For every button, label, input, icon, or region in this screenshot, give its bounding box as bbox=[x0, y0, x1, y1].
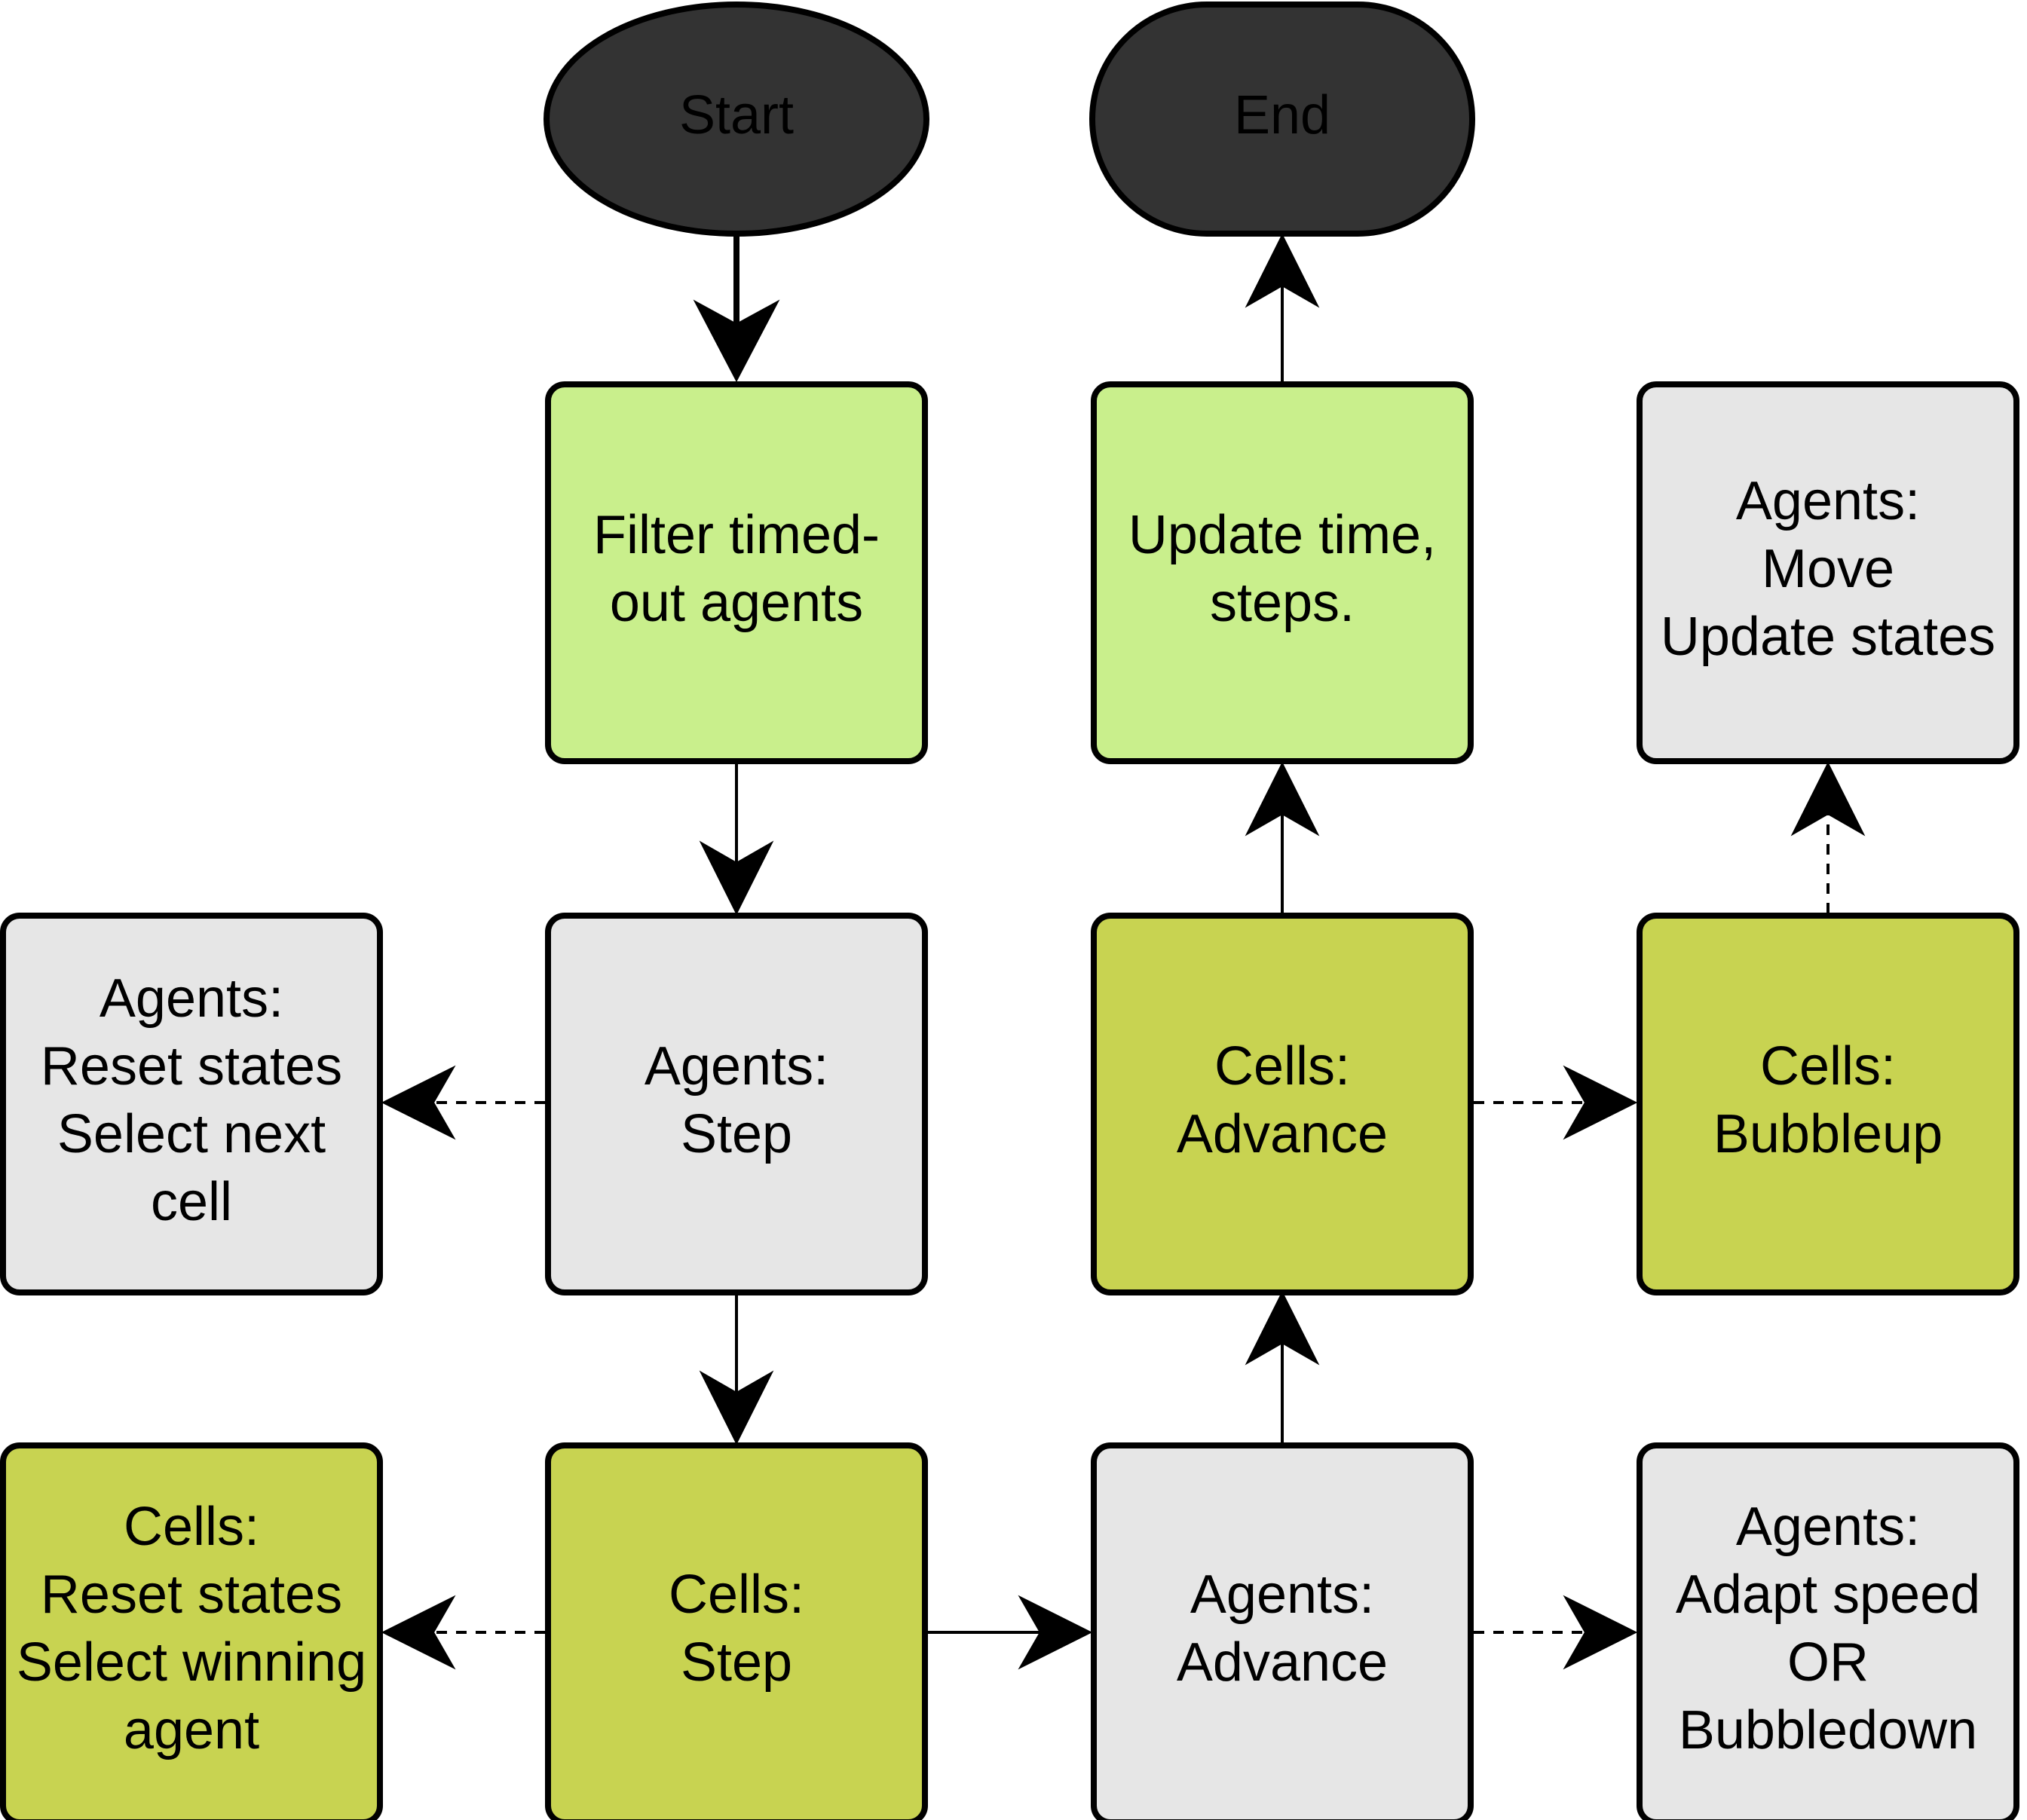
agents-move-box bbox=[1637, 381, 2019, 764]
arrowhead-start-to-filter bbox=[693, 299, 780, 383]
agents-move-label-line: Move bbox=[1762, 539, 1894, 599]
agents-reset-label-line: Reset states bbox=[41, 1036, 342, 1097]
agents-adapt-label-line: Adapt speed bbox=[1676, 1565, 1980, 1625]
arrowhead-cells-advance-to-cells-bubbleup bbox=[1563, 1065, 1638, 1140]
cells-reset-label-line: Cells: bbox=[124, 1497, 259, 1557]
agents-advance-label: Agents: Advance bbox=[1177, 1565, 1388, 1693]
end-shape bbox=[1089, 2, 1475, 237]
end-label-line: End bbox=[1234, 85, 1330, 145]
cells-bubbleup-label-line: Bubbleup bbox=[1713, 1104, 1943, 1164]
cells-advance-label-line: Cells: bbox=[1214, 1036, 1350, 1097]
node-cells-advance: Cells: Advance bbox=[1091, 913, 1474, 1295]
cells-reset-label-line: agent bbox=[124, 1700, 259, 1760]
agents-reset-box bbox=[0, 913, 383, 1295]
update-time-label-line: Update time, bbox=[1128, 505, 1436, 565]
start-label-line: Start bbox=[679, 85, 794, 145]
node-start: Start bbox=[543, 2, 929, 237]
agents-adapt-label-line: Bubbledown bbox=[1679, 1700, 1977, 1760]
update-time-box bbox=[1091, 381, 1474, 764]
agents-reset-label-line: Agents: bbox=[100, 968, 283, 1029]
agents-adapt-box bbox=[1637, 1442, 2019, 1820]
agents-advance-box bbox=[1091, 1442, 1474, 1820]
agents-step-box bbox=[545, 913, 928, 1295]
filter-timed-out-label-line: Filter timed- bbox=[593, 505, 880, 565]
agents-reset-label-line: Select next bbox=[57, 1104, 326, 1164]
update-time-label: Update time, steps. bbox=[1128, 505, 1436, 633]
agents-step-label: Agents: Step bbox=[645, 1036, 828, 1164]
agents-step-label-line: Step bbox=[681, 1104, 792, 1164]
agents-advance-label-line: Agents: bbox=[1190, 1565, 1374, 1625]
cells-advance-label: Cells: Advance bbox=[1177, 1036, 1388, 1164]
update-time-label-line: steps. bbox=[1210, 573, 1355, 633]
filter-timed-out-label-line: out agents bbox=[610, 573, 863, 633]
edges bbox=[381, 233, 1866, 1670]
cells-step-label-line: Cells: bbox=[669, 1565, 804, 1625]
agents-move-label-line: Update states bbox=[1661, 607, 1995, 667]
cells-step-label-line: Step bbox=[681, 1632, 792, 1693]
node-end: End bbox=[1089, 2, 1475, 237]
cells-advance-box bbox=[1091, 913, 1474, 1295]
node-agents-step: Agents: Step bbox=[545, 913, 928, 1295]
cells-bubbleup-label-line: Cells: bbox=[1760, 1036, 1896, 1097]
arrowhead-cells-step-to-cells-reset bbox=[381, 1595, 456, 1670]
agents-advance-label-line: Advance bbox=[1177, 1632, 1388, 1693]
arrowhead-cells-step-to-agents-advance bbox=[1018, 1595, 1093, 1670]
start-shape bbox=[543, 2, 929, 237]
start-label: Start bbox=[679, 85, 794, 145]
node-filter-timed-out: Filter timed-out agents bbox=[545, 381, 928, 764]
agents-adapt-label-line: Agents: bbox=[1736, 1497, 1920, 1557]
arrowhead-agents-advance-to-cells-advance bbox=[1245, 1290, 1320, 1366]
arrowhead-cells-advance-to-update-time bbox=[1245, 761, 1320, 837]
agents-step-label-line: Agents: bbox=[645, 1036, 828, 1097]
node-cells-step: Cells: Step bbox=[545, 1442, 928, 1820]
cells-bubbleup-box bbox=[1637, 913, 2019, 1295]
arrowhead-cells-bubbleup-to-agents-move bbox=[1790, 761, 1866, 837]
filter-timed-out-box bbox=[545, 381, 928, 764]
agents-reset-label-line: cell bbox=[151, 1172, 232, 1232]
arrowhead-filter-to-agents-step bbox=[699, 840, 774, 916]
node-update-time: Update time, steps. bbox=[1091, 381, 1474, 764]
end-label: End bbox=[1234, 85, 1330, 145]
filter-timed-out-label: Filter timed-out agents bbox=[593, 505, 880, 633]
node-cells-bubbleup: Cells: Bubbleup bbox=[1637, 913, 2019, 1295]
arrowhead-agents-advance-to-agents-adapt bbox=[1563, 1595, 1638, 1670]
cells-step-box bbox=[545, 1442, 928, 1820]
node-agents-advance: Agents: Advance bbox=[1091, 1442, 1474, 1820]
cells-reset-label-line: Select winning bbox=[17, 1632, 366, 1693]
cells-bubbleup-label: Cells: Bubbleup bbox=[1713, 1036, 1943, 1164]
cells-advance-label-line: Advance bbox=[1177, 1104, 1388, 1164]
arrowhead-update-time-to-end bbox=[1245, 233, 1320, 308]
arrowhead-agents-step-to-cells-step bbox=[699, 1370, 774, 1445]
agents-adapt-label-line: OR bbox=[1787, 1632, 1869, 1693]
cells-reset-box bbox=[0, 1442, 383, 1820]
agents-move-label-line: Agents: bbox=[1736, 471, 1920, 531]
cells-step-label: Cells: Step bbox=[669, 1565, 804, 1693]
arrowhead-agents-step-to-agents-reset bbox=[381, 1065, 456, 1140]
cells-reset-label-line: Reset states bbox=[41, 1565, 342, 1625]
